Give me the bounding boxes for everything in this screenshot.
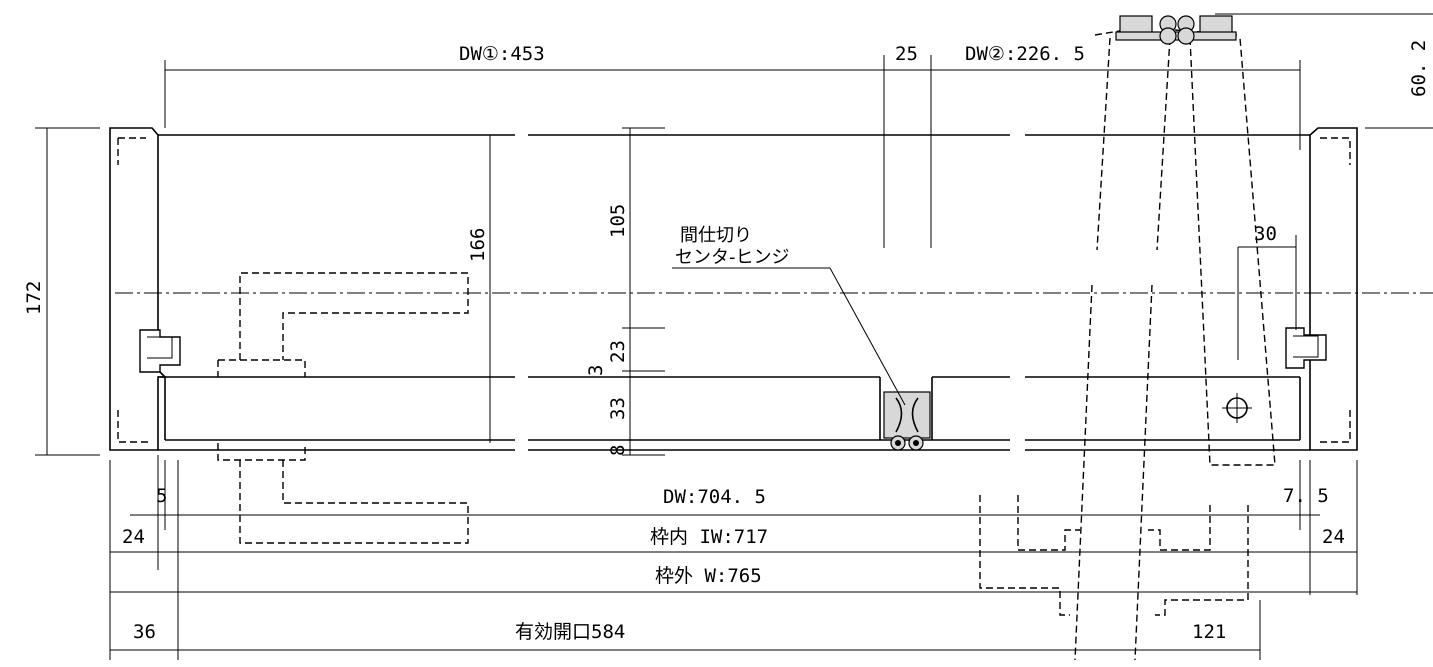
dim-seg-33: 33 <box>607 397 629 420</box>
dim-left-5: 5 <box>156 485 167 507</box>
folded-door-panel <box>979 29 1276 661</box>
dim-right-24: 24 <box>1322 526 1345 548</box>
dim-dw2: DW②:226. 5 <box>965 43 1085 65</box>
dim-seg-23: 23 <box>607 340 629 363</box>
middle-vertical-dimension <box>622 127 665 456</box>
door-handle-outline <box>217 272 469 544</box>
top-pivot-hardware <box>1115 15 1237 45</box>
pivot-symbol <box>1222 235 1297 423</box>
dim-left-24: 24 <box>122 526 145 548</box>
hinge-leader-line <box>829 267 906 406</box>
dim-left-36: 36 <box>133 621 156 643</box>
bottom-dimension-lines <box>109 455 1358 660</box>
dim-height-total: 172 <box>23 281 45 315</box>
dim-effective-opening: 有効開口584 <box>515 621 625 643</box>
dim-seg-3: 3 <box>585 365 607 376</box>
dim-frame-inner: 枠内 IW:717 <box>650 526 768 548</box>
dim-seg-8: 8 <box>607 445 629 456</box>
dim-top-offset: 60. 2 <box>1408 40 1430 97</box>
center-hinge <box>883 391 931 451</box>
label-partition-line1: 間仕切り <box>680 225 752 246</box>
dim-height-inner: 166 <box>467 228 489 262</box>
top-dimension-lines <box>164 13 1433 248</box>
left-height-dimension <box>35 127 100 456</box>
dim-seg-30: 30 <box>1254 223 1277 245</box>
dim-frame-outer: 枠外 W:765 <box>655 565 762 587</box>
dim-gap-25: 25 <box>895 43 918 65</box>
dim-right-7-5: 7. 5 <box>1283 485 1329 507</box>
dim-dw1: DW①:453 <box>459 43 545 65</box>
label-partition-line2: センタ-ヒンジ <box>675 247 790 268</box>
door-panel-lines <box>158 134 1310 451</box>
left-frame <box>109 127 181 451</box>
dim-right-121: 121 <box>1192 621 1226 643</box>
right-frame <box>1285 127 1358 451</box>
dim-dw-total: DW:704. 5 <box>663 486 766 508</box>
dim-seg-105: 105 <box>607 204 629 238</box>
